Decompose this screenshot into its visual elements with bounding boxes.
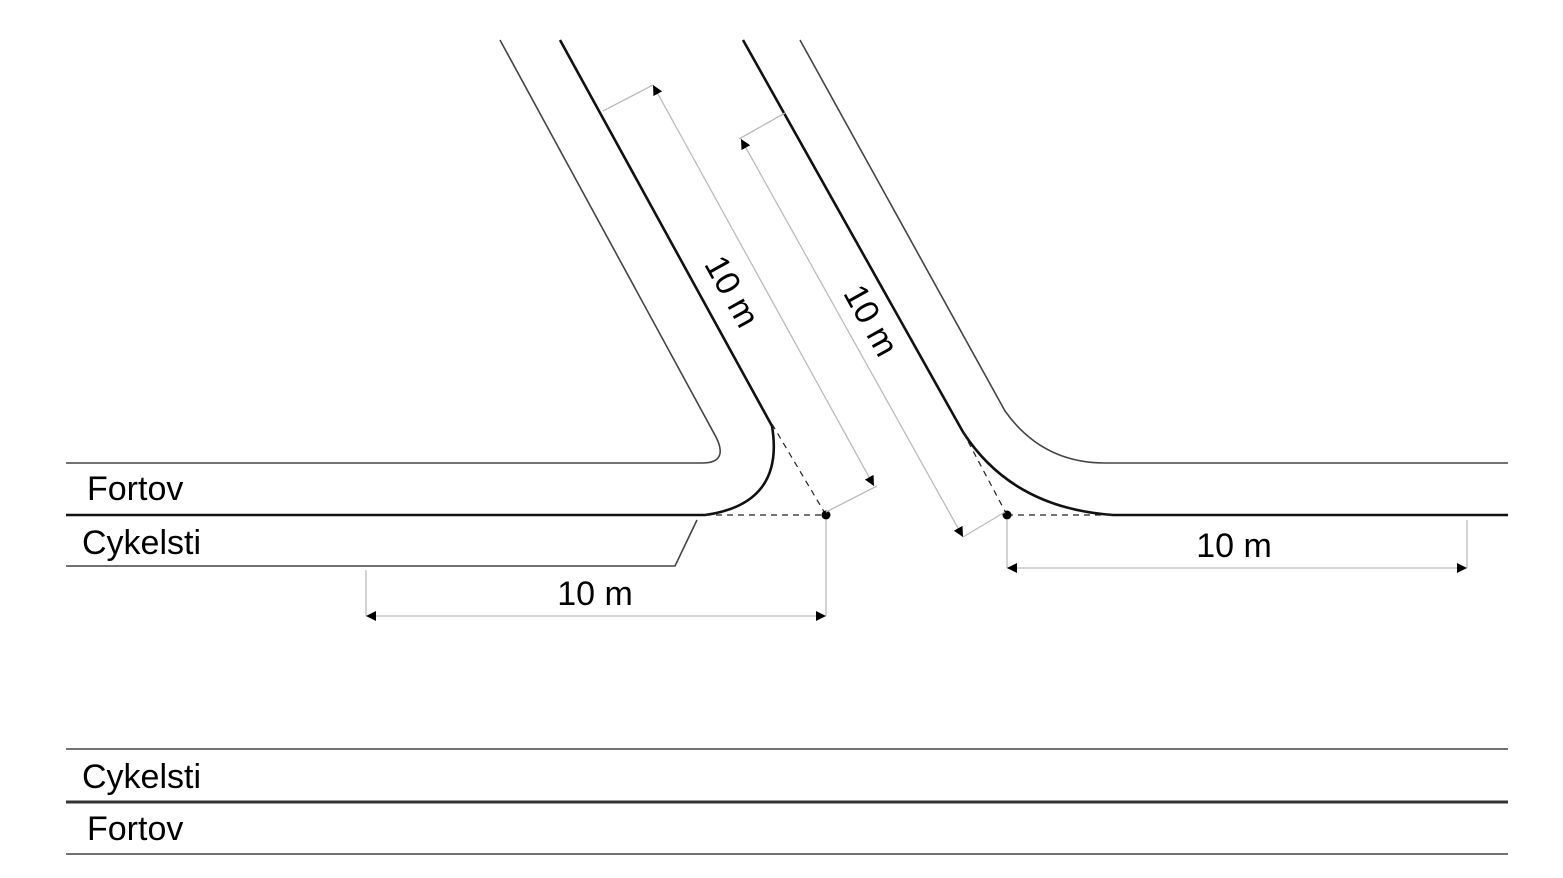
- right-dashed-diagonal: [962, 431, 1008, 516]
- left-sidewalk-outer-edge: [66, 39, 721, 464]
- upper-sidewalk-label: Fortov: [87, 470, 183, 508]
- construction-lines: [705, 423, 1113, 516]
- dim-diag-left-label: 10 m: [697, 249, 767, 334]
- dim-diag-left-ext-top: [602, 84, 654, 112]
- upper-right-road: [741, 39, 1508, 517]
- dim-bottom-right-label: 10 m: [1196, 527, 1272, 565]
- dim-diag-right-line: [740, 138, 964, 538]
- dimension-lines: [365, 84, 1468, 621]
- lower-road: [66, 748, 1508, 855]
- dim-diag-left-line: [652, 84, 875, 487]
- right-sidewalk-outer-edge: [799, 39, 1508, 464]
- lower-bikepath-label: Cykelsti: [82, 758, 201, 796]
- upper-bikepath-label: Cykelsti: [82, 524, 201, 562]
- left-bikepath-edge: [66, 519, 698, 567]
- dim-diag-left-ext-bottom: [825, 485, 878, 513]
- left-dashed-diagonal: [771, 423, 827, 516]
- dim-bottom-left-label: 10 m: [557, 575, 633, 613]
- right-corner-point: [1002, 510, 1012, 520]
- lower-sidewalk-label: Fortov: [87, 810, 183, 848]
- dim-diag-right-ext-bottom: [962, 511, 1006, 538]
- right-curb-line: [741, 39, 1508, 517]
- dim-diag-right-label: 10 m: [836, 278, 906, 363]
- dim-diag-right-ext-top: [738, 112, 786, 140]
